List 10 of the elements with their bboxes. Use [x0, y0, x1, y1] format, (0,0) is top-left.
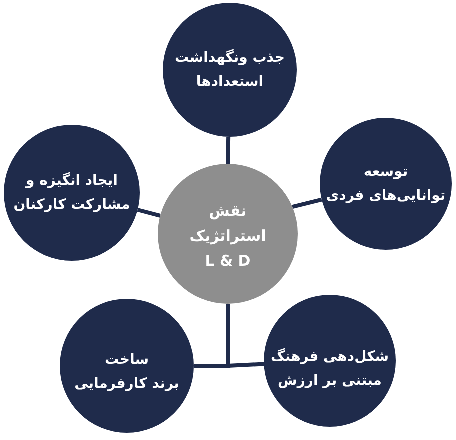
topic-circle: توسعه توانایی‌های فردی [320, 118, 452, 250]
topic-circle: ساخت برند کارفرمایی [60, 299, 194, 433]
connector-line [137, 208, 161, 218]
topic-circle: جذب ونگهداشت استعدادها [163, 3, 297, 137]
connector-line [226, 304, 264, 368]
topic-circle: شکل‌دهی فرهنگ مبتنی بر ارزش [264, 295, 396, 427]
connector-line [226, 136, 231, 164]
topic-circle: ایجاد انگیزه و مشارکت کارکنان [4, 125, 140, 261]
connector-line [292, 198, 322, 210]
hub-circle: نقش استراتژیک L & D [158, 164, 298, 304]
